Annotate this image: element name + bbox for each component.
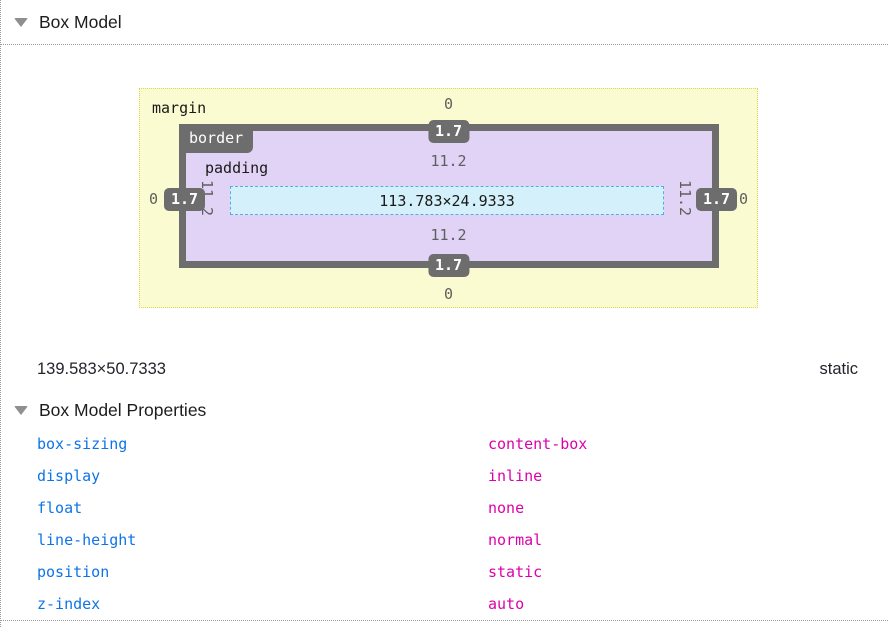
border-left-value[interactable]: 1.7 [164, 188, 206, 211]
property-row[interactable]: float none [37, 498, 858, 530]
box-model-properties-header[interactable]: Box Model Properties [1, 398, 888, 422]
property-row[interactable]: position static [37, 562, 858, 594]
padding-top-value[interactable]: 11.2 [430, 152, 467, 170]
property-value[interactable]: none [488, 499, 525, 517]
content-size-value[interactable]: 113.783×24.9333 [379, 191, 515, 210]
property-value[interactable]: inline [488, 467, 543, 485]
bottom-separator [1, 620, 888, 621]
collapse-arrow-icon[interactable] [14, 405, 28, 415]
border-label-tab: border [179, 124, 254, 153]
box-model-diagram: margin border padding 113.783×24.9333 0 … [139, 88, 758, 308]
element-position: static [819, 360, 858, 378]
padding-label: padding [205, 159, 269, 177]
property-name[interactable]: position [37, 563, 110, 581]
property-name[interactable]: float [37, 499, 83, 517]
margin-label: margin [152, 99, 207, 117]
border-top-value[interactable]: 1.7 [427, 120, 470, 143]
property-name[interactable]: z-index [37, 595, 101, 613]
property-row[interactable]: line-height normal [37, 530, 858, 562]
margin-bottom-value[interactable]: 0 [443, 285, 454, 303]
properties-list: box-sizing content-box display inline float n… [37, 434, 858, 626]
property-value[interactable]: auto [488, 595, 525, 613]
property-value[interactable]: static [488, 563, 543, 581]
margin-top-value[interactable]: 0 [443, 95, 454, 113]
margin-box[interactable]: margin border padding 113.783×24.9333 0 … [139, 88, 758, 308]
property-row[interactable]: box-sizing content-box [37, 434, 858, 466]
margin-left-value[interactable]: 0 [149, 190, 159, 208]
properties-section-title: Box Model Properties [39, 399, 207, 420]
element-summary: 139.583×50.7333 static [37, 360, 858, 379]
section-title: Box Model [39, 11, 122, 32]
property-row[interactable]: display inline [37, 466, 858, 498]
property-value[interactable]: content-box [488, 435, 588, 453]
box-model-section-header[interactable]: Box Model [1, 0, 888, 44]
element-dimensions: 139.583×50.7333 [37, 360, 166, 378]
property-row[interactable]: z-index auto [37, 594, 858, 626]
property-value[interactable]: normal [488, 531, 543, 549]
property-name[interactable]: box-sizing [37, 435, 128, 453]
margin-right-value[interactable]: 0 [739, 190, 749, 208]
border-right-value[interactable]: 1.7 [696, 188, 738, 211]
border-bottom-value[interactable]: 1.7 [427, 254, 470, 277]
header-separator [1, 44, 888, 45]
property-name[interactable]: line-height [37, 531, 137, 549]
content-box[interactable]: 113.783×24.9333 [230, 186, 664, 215]
property-name[interactable]: display [37, 467, 101, 485]
padding-right-value[interactable]: 11.2 [676, 179, 694, 217]
padding-bottom-value[interactable]: 11.2 [430, 226, 467, 244]
collapse-arrow-icon[interactable] [14, 17, 28, 27]
